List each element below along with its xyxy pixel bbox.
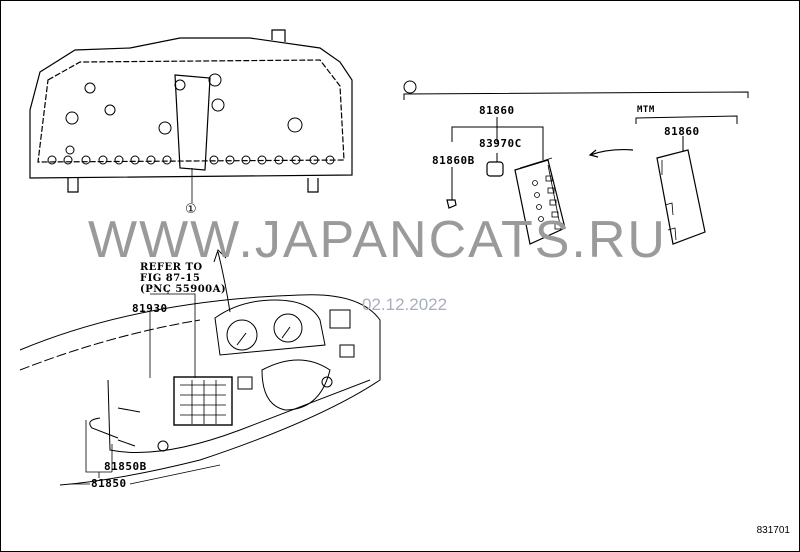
part-label-81850b: 81850B xyxy=(104,460,147,473)
assembly-bracket xyxy=(403,80,749,200)
printed-circuit-81860-mtm xyxy=(656,149,706,245)
callout-1-meter: ① xyxy=(185,202,197,217)
screw-81860b xyxy=(446,199,457,209)
part-label-81860: 81860 xyxy=(479,104,515,117)
part-label-83970c: 83970C xyxy=(479,137,522,150)
reference-line-3: (PNC 55900A) xyxy=(140,284,227,295)
instrument-panel xyxy=(19,249,381,486)
part-label-81850: 81850 xyxy=(91,477,127,490)
leader-lines xyxy=(70,290,221,485)
combination-meter-case xyxy=(29,29,353,203)
part-label-81860b: 81860B xyxy=(432,154,475,167)
connector-83970c xyxy=(486,161,504,177)
reference-line-2: FIG 87-15 xyxy=(140,273,201,284)
figure-code: 831701 xyxy=(756,525,790,536)
mtm-label: MTM xyxy=(637,105,655,115)
part-label-81860-mtm: 81860 xyxy=(664,125,700,138)
reference-line-1: REFER TO xyxy=(140,262,203,273)
reference-note: REFER TO FIG 87-15 (PNC 55900A) xyxy=(140,262,226,295)
printed-circuit-81860 xyxy=(514,157,566,245)
watermark: WWW.JAPANCATS.RU xyxy=(88,211,667,269)
part-label-81930: 81930 xyxy=(132,302,168,315)
date-stamp: 02.12.2022 xyxy=(362,295,448,314)
arrow-icon xyxy=(588,148,634,158)
